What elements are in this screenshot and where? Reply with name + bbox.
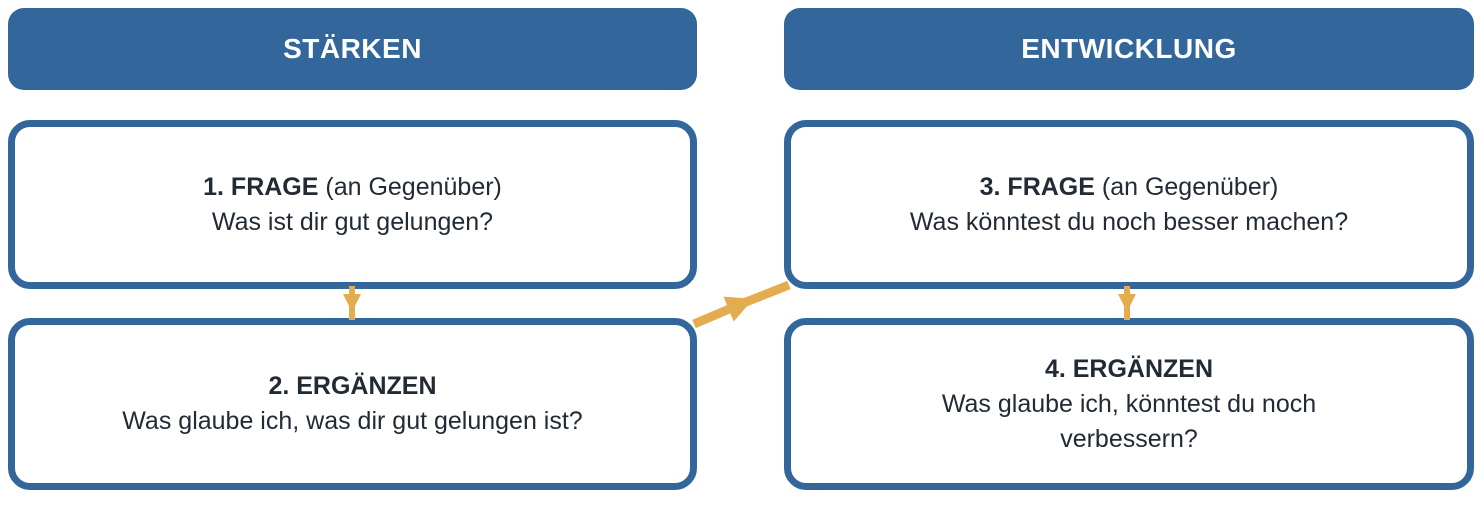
step-number: 1. FRAGE [203,172,319,201]
box-title: 1. FRAGE (an Gegenüber) [203,170,502,205]
box-title: 3. FRAGE (an Gegenüber) [980,170,1279,205]
box-title: 4. ERGÄNZEN [1045,352,1213,387]
step-question: Was könntest du noch besser machen? [909,207,1349,236]
column-header-label: ENTWICKLUNG [1021,33,1237,64]
box-step-4-ergaenzen: 4. ERGÄNZEN Was glaube ich, könntest du … [784,318,1474,490]
step-number: 2. ERGÄNZEN [268,372,437,400]
column-header-label: STÄRKEN [283,33,422,64]
step-suffix: (an Gegenüber) [318,172,502,201]
step-number: 3. FRAGE [979,172,1095,201]
column-header-entwicklung: ENTWICKLUNG [784,8,1474,90]
box-step-3-frage: 3. FRAGE (an Gegenüber) Was könntest du … [784,120,1474,289]
column-header-staerken: STÄRKEN [8,8,697,90]
step-question: Was glaube ich, was dir gut gelungen ist… [122,407,583,435]
step-number: 4. ERGÄNZEN [1044,354,1214,383]
box-title: 2. ERGÄNZEN [268,369,436,404]
up-right-arrow-icon [692,280,791,329]
step-suffix: (an Gegenüber) [1094,172,1279,201]
box-step-2-ergaenzen: 2. ERGÄNZEN Was glaube ich, was dir gut … [8,318,697,490]
box-step-1-frage: 1. FRAGE (an Gegenüber) Was ist dir gut … [8,120,697,289]
step-question: Was glaube ich, könntest du noch verbess… [941,389,1317,453]
step-question: Was ist dir gut gelungen? [211,207,494,236]
